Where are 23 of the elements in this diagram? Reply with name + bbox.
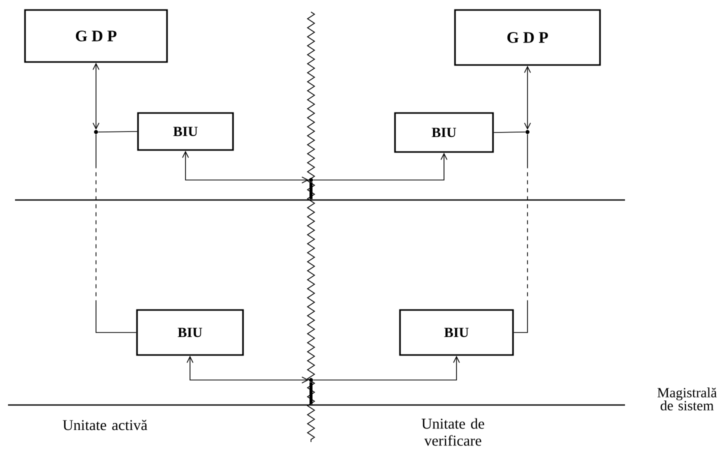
connector (182, 150, 309, 184)
connector (310, 382, 312, 404)
connector (186, 356, 309, 384)
connector (513, 134, 528, 333)
connector (312, 356, 460, 380)
bus-line (8, 404, 625, 406)
bus-line (15, 199, 625, 201)
unit-box: BIU (399, 309, 514, 356)
bus-label: Magistrală de sistem (657, 388, 717, 410)
connector (92, 62, 100, 130)
unit-box: G D P (24, 9, 168, 63)
connector (98, 131, 138, 132)
connector (312, 152, 448, 180)
unit-box: BIU (394, 112, 494, 153)
unit-box: BIU (137, 112, 234, 151)
connector (96, 134, 137, 333)
unit-box: BIU (136, 309, 244, 356)
connector (493, 132, 526, 133)
unit-box: G D P (454, 9, 601, 66)
unit-label: Unitate de verificare (422, 418, 484, 446)
unit-label: Unitate activă (62, 420, 148, 430)
connector (524, 66, 531, 130)
connector (310, 182, 312, 200)
